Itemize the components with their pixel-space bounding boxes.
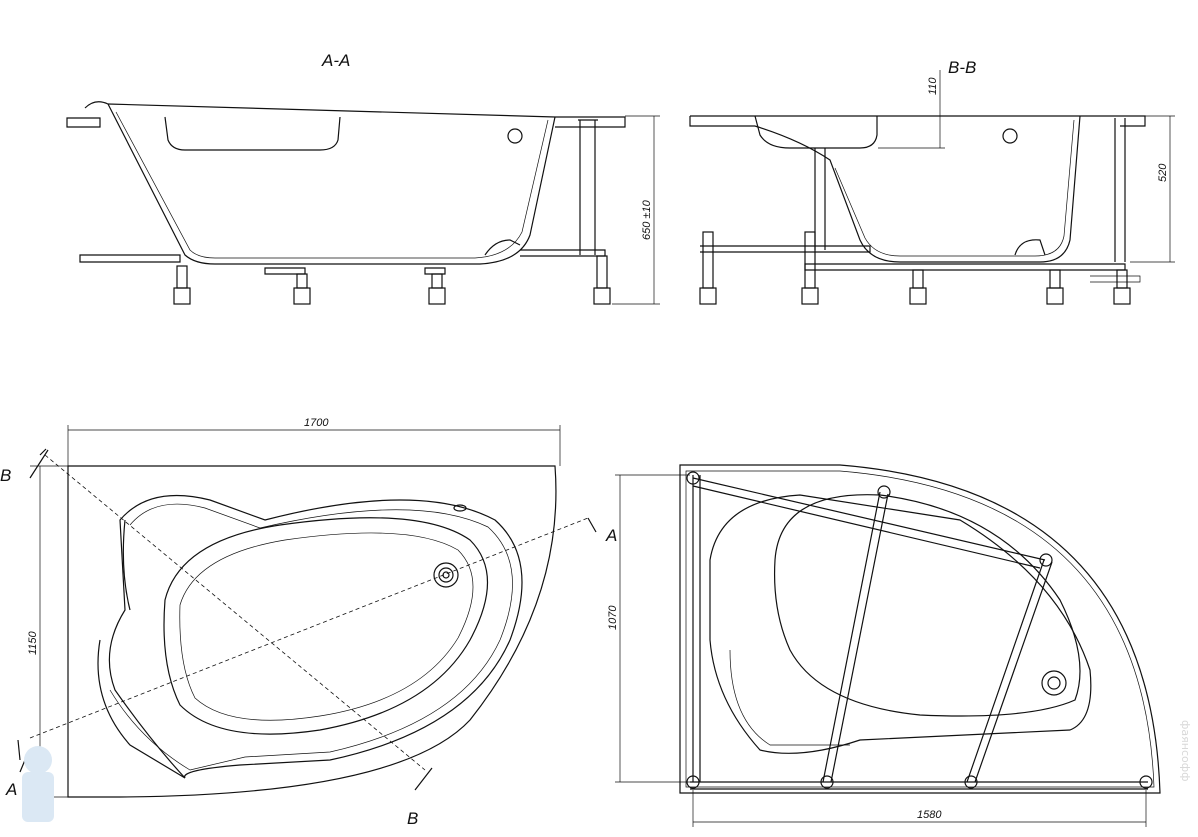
frame-width-dimension: 1070 — [607, 605, 619, 630]
section-bb-view: B-B 110 520 — [689, 58, 1175, 305]
depth-bb-dimension: 520 — [1157, 163, 1169, 182]
cut-marker-b-bottom: B — [407, 809, 418, 828]
plan-view-top: 1700 1150 B A A B — [0, 417, 617, 828]
frame-length-dimension: 1580 — [917, 809, 942, 821]
section-aa-label: A-A — [321, 51, 350, 70]
cut-marker-a-bottom: A — [5, 780, 17, 799]
section-aa-view: A-A 650 ±10 — [66, 51, 660, 305]
section-bb-label: B-B — [948, 58, 976, 77]
cut-marker-a-top: A — [605, 526, 617, 545]
cut-marker-b-top: B — [0, 466, 11, 485]
plan-view-frame: 1070 1580 — [607, 464, 1161, 827]
length-dimension: 1700 — [304, 417, 329, 429]
height-aa-dimension: 650 ±10 — [641, 199, 653, 240]
svg-text:фаянсофф: фаянсофф — [1179, 720, 1192, 782]
width-dimension: 1150 — [27, 630, 39, 655]
watermark-logo: фаянсофф — [22, 720, 1192, 822]
rim-depth-dimension: 110 — [927, 77, 939, 95]
